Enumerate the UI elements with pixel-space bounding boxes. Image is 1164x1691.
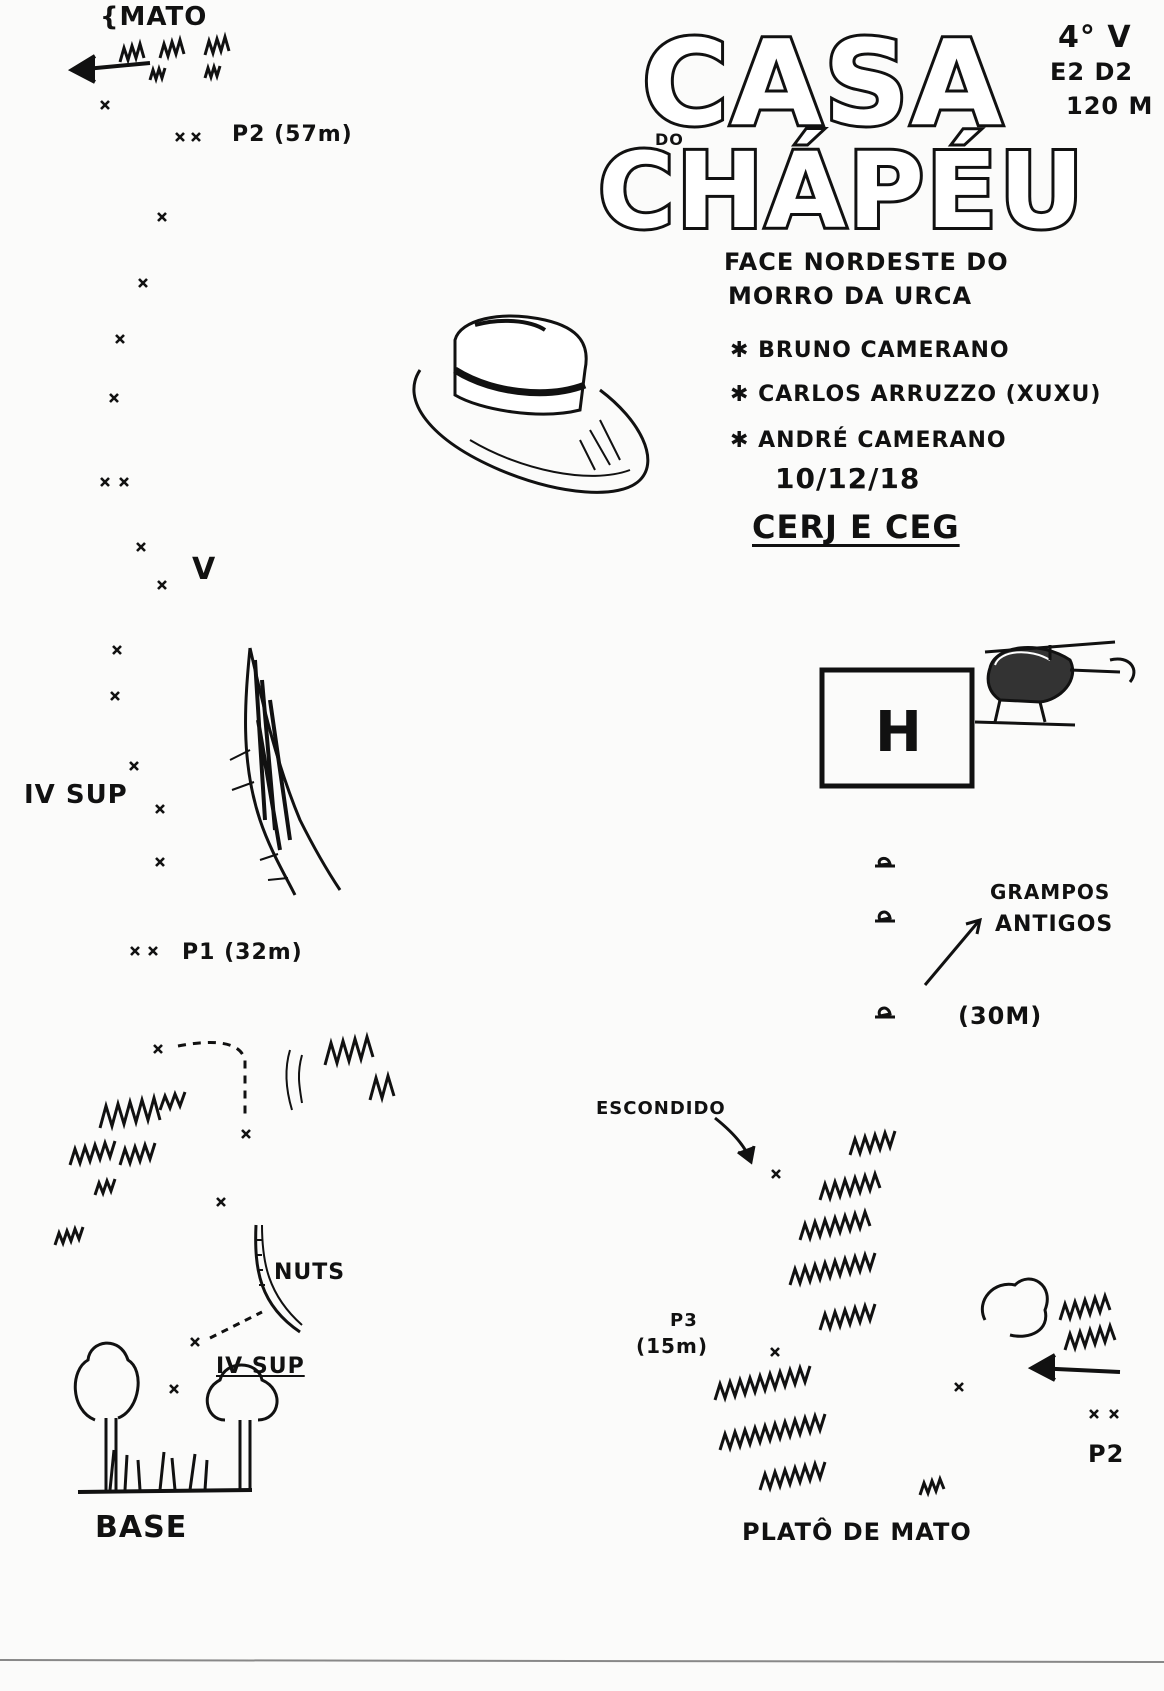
location-line1: FACE NORDESTE DO bbox=[724, 248, 1009, 276]
club-names: CERJ E CEG bbox=[752, 508, 960, 546]
label-grade-v: V bbox=[192, 552, 217, 587]
label-mato: {MATO bbox=[100, 2, 208, 32]
heliport-letter: H bbox=[875, 700, 923, 765]
label-p2-top: P2 (57m) bbox=[232, 122, 353, 147]
grampos-arrow-icon bbox=[923, 917, 982, 986]
vegetation-left-icon bbox=[53, 1031, 396, 1248]
crack-feature-icon bbox=[229, 647, 342, 896]
route-date: 10/12/18 bbox=[775, 462, 921, 495]
label-p3-length: (15m) bbox=[636, 1334, 708, 1358]
old-bolts-icon bbox=[875, 857, 895, 1019]
title-line1: CASA bbox=[639, 11, 1005, 155]
climber-2: ✱ CARLOS ARRUZZO (XUXU) bbox=[730, 382, 1102, 407]
label-base: BASE bbox=[95, 1510, 188, 1545]
route-exposure: E2 D2 bbox=[1050, 58, 1134, 86]
left-arrow-icon bbox=[67, 54, 151, 84]
route-grade: 4° V bbox=[1058, 20, 1132, 55]
base-trees-icon bbox=[73, 1341, 279, 1494]
right-exit-arrow-icon bbox=[1027, 1353, 1121, 1382]
label-p1: P1 (32m) bbox=[182, 940, 303, 965]
heliport-box bbox=[819, 667, 975, 789]
climber-1: ✱ BRUNO CAMERANO bbox=[730, 338, 1010, 363]
mato-bush-icon bbox=[118, 31, 231, 84]
label-escondido: ESCONDIDO bbox=[596, 1098, 726, 1119]
label-p2-right: P2 bbox=[1088, 1440, 1125, 1468]
label-nuts: NUTS bbox=[274, 1260, 346, 1285]
route-length: 120 M bbox=[1066, 92, 1154, 120]
hat-icon bbox=[412, 314, 650, 494]
page-bottom-rule bbox=[0, 1659, 1164, 1663]
helicopter-icon bbox=[974, 640, 1136, 727]
bolt-marks-left-route bbox=[100, 100, 251, 1394]
bolt-marks-right-route bbox=[770, 1169, 1119, 1419]
escondido-arrow-icon bbox=[714, 1116, 756, 1165]
label-plato: PLATÔ DE MATO bbox=[742, 1518, 972, 1546]
label-antigos: ANTIGOS bbox=[995, 912, 1114, 937]
plato-bushes-icon bbox=[713, 1128, 1117, 1498]
label-30m: (30M) bbox=[958, 1002, 1043, 1030]
label-iv-sup-mid: IV SUP bbox=[24, 780, 128, 810]
title-small-word: DO bbox=[655, 130, 684, 149]
label-p3: P3 bbox=[670, 1310, 698, 1331]
label-grampos: GRAMPOS bbox=[990, 880, 1111, 904]
traverse-dashed-line bbox=[177, 1041, 247, 1120]
approach-dashed-line bbox=[209, 1310, 263, 1340]
nuts-crack-icon bbox=[254, 1224, 303, 1334]
location-line2: MORRO DA URCA bbox=[728, 282, 973, 310]
climber-3: ✱ ANDRÉ CAMERANO bbox=[730, 428, 1007, 453]
label-iv-sup-low: IV SUP bbox=[216, 1354, 305, 1379]
title-line2: CHÁPÉU bbox=[595, 127, 1087, 255]
